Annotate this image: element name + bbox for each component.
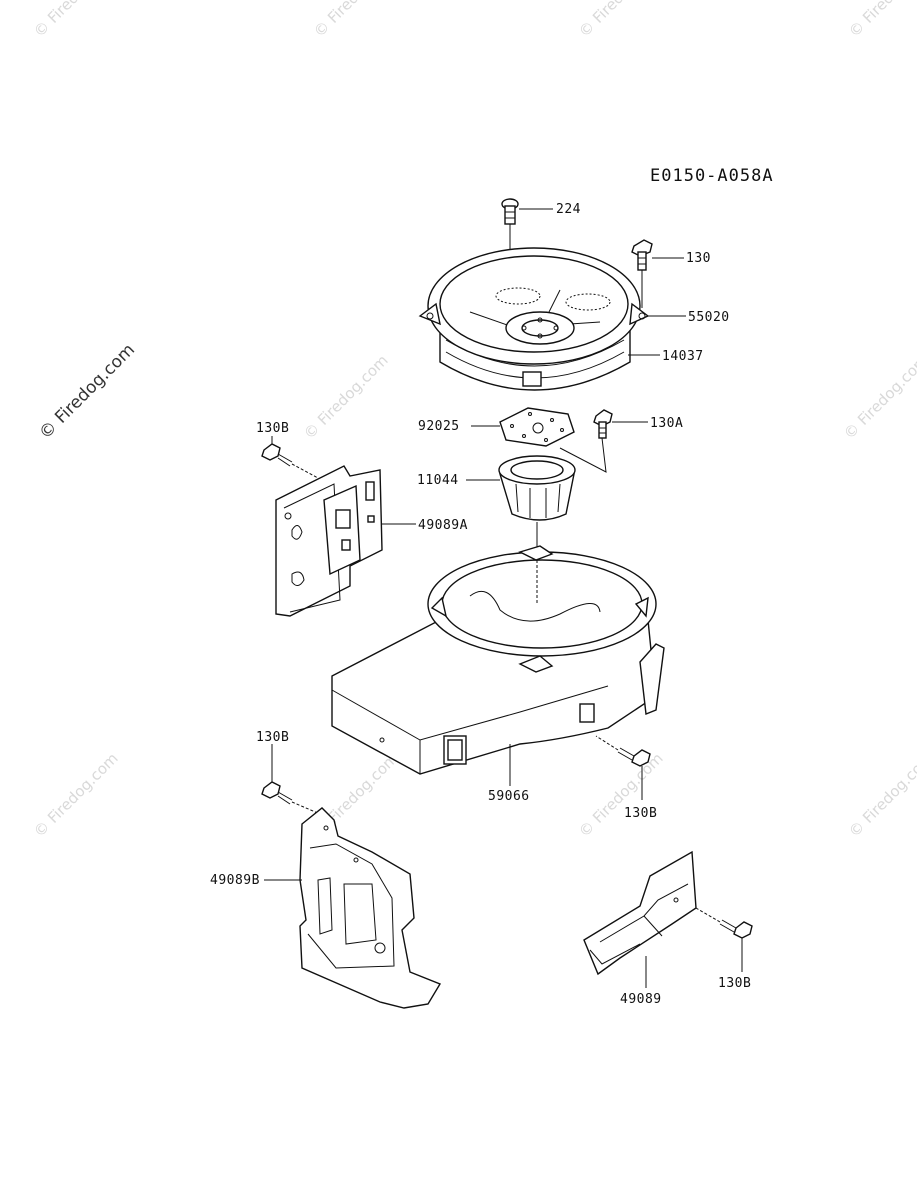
callout-130: 130	[686, 251, 711, 266]
cover-49089	[583, 850, 697, 988]
bolt-130B-bottom	[695, 907, 753, 972]
watermark: © Firedog.com	[310, 0, 402, 41]
bolt-130	[631, 239, 684, 308]
flywheel-assembly	[418, 247, 686, 391]
callout-224: 224	[556, 202, 581, 217]
watermark: © Firedog.com	[840, 351, 917, 443]
watermark: © Firedog.com	[30, 0, 122, 41]
bolt-130A	[559, 409, 648, 473]
callout-55020: 55020	[688, 310, 730, 325]
watermark: © Firedog.com	[575, 749, 667, 841]
cup-11044	[466, 455, 576, 560]
plate-92025	[471, 407, 575, 447]
callout-92025: 92025	[418, 419, 460, 434]
callout-130B-top: 130B	[256, 421, 289, 436]
callout-49089A: 49089A	[418, 518, 468, 533]
callout-49089: 49089	[620, 992, 662, 1007]
callout-14037: 14037	[662, 349, 704, 364]
callout-130B-bottom: 130B	[718, 976, 751, 991]
diagram-code: E0150-A058A	[650, 166, 774, 186]
callout-59066: 59066	[488, 789, 530, 804]
housing-59066	[331, 545, 665, 786]
watermark-dark: © Firedog.com	[35, 340, 139, 444]
watermark: © Firedog.com	[30, 749, 122, 841]
watermark: © Firedog.com	[845, 0, 917, 41]
callout-130A: 130A	[650, 416, 683, 431]
bolt-130B-mid-right	[595, 735, 651, 800]
watermark: © Firedog.com	[575, 0, 667, 41]
watermark: © Firedog.com	[845, 749, 917, 841]
callout-11044: 11044	[417, 473, 459, 488]
watermark: © Firedog.com	[300, 351, 392, 443]
callout-49089B: 49089B	[210, 873, 260, 888]
bracket-49089A	[275, 465, 416, 617]
callout-130B-mid-left: 130B	[256, 730, 289, 745]
bracket-49089B	[264, 807, 442, 1009]
screen-mesh	[495, 287, 611, 311]
bolt-130B-top	[261, 436, 319, 479]
bolt-130B-mid-left	[261, 744, 321, 815]
callout-130B-mid-right: 130B	[624, 806, 657, 821]
